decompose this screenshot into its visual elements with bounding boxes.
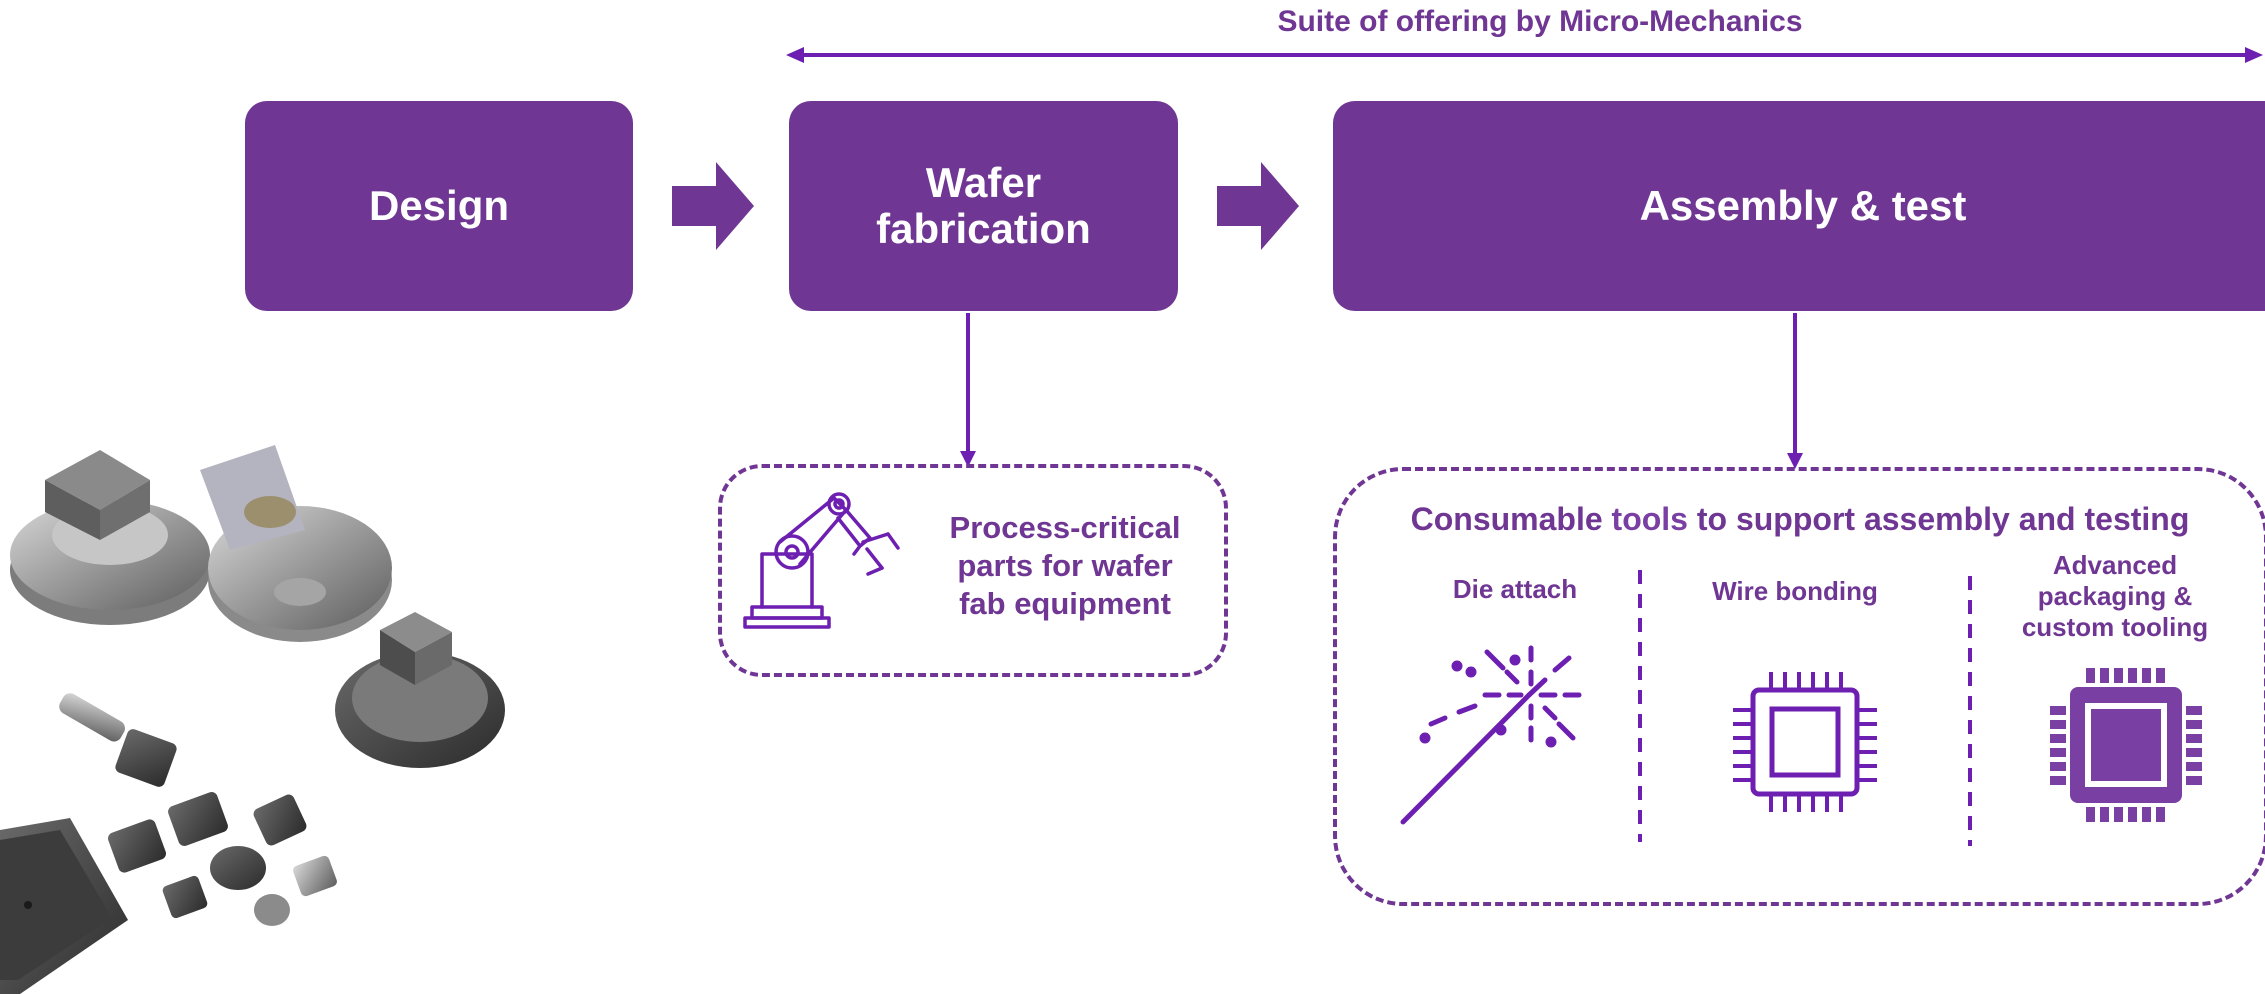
wafer-parts-box [718, 464, 1228, 677]
stage-design: Design [245, 101, 633, 311]
advanced-line1: Advanced [2052, 550, 2178, 580]
stage-assembly-test: Assembly & test [1333, 101, 2265, 311]
stage-wafer-label-line2: fabrication [876, 205, 1091, 252]
stage-assembly-label: Assembly & test [1639, 182, 1967, 229]
sparkler-icon [1400, 645, 1582, 825]
column-label-die-attach: Die attach [1452, 574, 1578, 604]
wafer-parts-line2: parts for wafer [957, 548, 1173, 583]
stage-wafer-label-line1: Wafer [925, 159, 1042, 206]
consumable-title-part1: Consumable [1410, 501, 1612, 537]
chip-outline-icon [1733, 672, 1877, 812]
wafer-parts-line3: fab equipment [959, 586, 1171, 621]
suite-label: Suite of offering by Micro-Mechanics [1277, 5, 1803, 38]
stage-design-label: Design [368, 182, 510, 229]
chip-filled-icon [2050, 668, 2202, 822]
arrow-right-icon [672, 162, 754, 250]
advanced-line2: packaging & [2037, 581, 2193, 611]
advanced-line3: custom tooling [2021, 612, 2209, 642]
stage-wafer-fabrication: Wafer fabrication [789, 101, 1178, 311]
column-label-advanced-packaging: Advanced packaging & custom tooling [2000, 550, 2230, 643]
arrow-right-icon [1217, 162, 1299, 250]
robot-arm-icon [743, 492, 900, 629]
consumable-tools-title: Consumable tools to support assembly and… [1340, 500, 2260, 538]
tooling-parts-image [0, 445, 505, 994]
column-label-wire-bonding: Wire bonding [1712, 576, 1878, 606]
consumable-title-part3: to support assembly and testing [1687, 501, 2190, 537]
wafer-parts-text: Process-critical parts for wafer fab equ… [915, 509, 1215, 623]
consumable-title-part2: tools [1611, 501, 1688, 537]
wafer-parts-line1: Process-critical [949, 510, 1181, 545]
